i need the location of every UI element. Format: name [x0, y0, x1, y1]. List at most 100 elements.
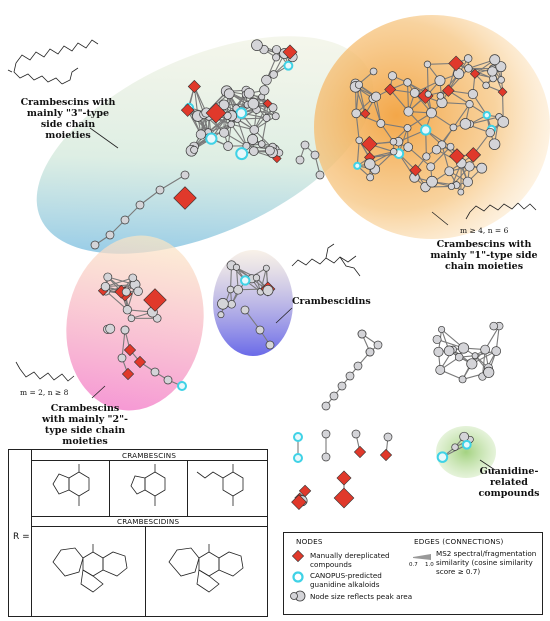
network-node[interactable]: [369, 67, 378, 76]
network-node[interactable]: [271, 112, 280, 121]
network-node[interactable]: [422, 152, 431, 161]
network-node[interactable]: [262, 264, 270, 272]
network-node[interactable]: [300, 140, 310, 150]
dereplicated-node[interactable]: [361, 136, 378, 153]
network-node[interactable]: [438, 325, 446, 334]
dereplicated-node[interactable]: [469, 68, 481, 79]
network-node[interactable]: [371, 91, 381, 102]
network-node[interactable]: [321, 452, 331, 462]
network-node[interactable]: [233, 284, 243, 295]
dereplicated-node[interactable]: [180, 103, 195, 117]
network-node[interactable]: [364, 158, 376, 170]
network-node[interactable]: [483, 366, 495, 378]
network-node[interactable]: [321, 429, 331, 439]
network-node[interactable]: [426, 162, 436, 172]
network-node[interactable]: [321, 401, 331, 411]
network-node[interactable]: [436, 92, 445, 100]
network-node[interactable]: [457, 342, 470, 354]
network-node[interactable]: [262, 284, 274, 296]
network-node[interactable]: [432, 334, 442, 344]
network-node[interactable]: [491, 346, 502, 356]
network-node[interactable]: [265, 340, 275, 350]
network-node[interactable]: [453, 68, 465, 80]
network-node[interactable]: [390, 148, 398, 156]
canopus-node[interactable]: [293, 432, 303, 442]
network-node[interactable]: [457, 188, 465, 196]
dereplicated-node[interactable]: [121, 367, 135, 381]
dereplicated-node[interactable]: [123, 343, 137, 357]
network-node[interactable]: [459, 431, 470, 442]
dereplicated-node[interactable]: [298, 484, 312, 498]
network-node[interactable]: [497, 76, 505, 84]
network-node[interactable]: [255, 325, 265, 335]
network-node[interactable]: [150, 367, 160, 377]
network-node[interactable]: [424, 90, 432, 98]
dereplicated-node[interactable]: [143, 288, 167, 312]
dereplicated-node[interactable]: [442, 84, 455, 97]
network-node[interactable]: [345, 371, 355, 381]
network-node[interactable]: [403, 124, 412, 132]
canopus-node[interactable]: [177, 381, 187, 391]
network-node[interactable]: [227, 300, 236, 309]
network-node[interactable]: [426, 107, 437, 119]
network-node[interactable]: [489, 321, 499, 331]
network-node[interactable]: [227, 120, 235, 128]
network-node[interactable]: [403, 106, 414, 117]
network-node[interactable]: [365, 347, 375, 357]
network-node[interactable]: [433, 346, 444, 357]
network-node[interactable]: [444, 166, 455, 177]
dereplicated-node[interactable]: [353, 445, 367, 459]
network-node[interactable]: [463, 54, 473, 63]
network-node[interactable]: [261, 74, 272, 86]
network-node[interactable]: [295, 155, 305, 165]
network-node[interactable]: [262, 114, 271, 122]
network-node[interactable]: [243, 87, 255, 99]
dereplicated-node[interactable]: [133, 355, 147, 369]
canopus-node[interactable]: [436, 451, 449, 463]
network-node[interactable]: [409, 88, 420, 98]
network-node[interactable]: [252, 274, 261, 282]
network-node[interactable]: [366, 173, 375, 182]
network-node[interactable]: [219, 127, 230, 138]
network-node[interactable]: [217, 311, 225, 319]
canopus-node[interactable]: [293, 453, 303, 463]
network-node[interactable]: [488, 138, 501, 150]
canopus-node[interactable]: [482, 111, 491, 120]
network-node[interactable]: [128, 273, 138, 283]
network-node[interactable]: [105, 230, 115, 240]
dereplicated-node[interactable]: [291, 494, 307, 511]
canopus-node[interactable]: [205, 132, 218, 145]
network-node[interactable]: [446, 142, 455, 151]
dereplicated-node[interactable]: [336, 470, 352, 486]
network-node[interactable]: [272, 53, 281, 62]
canopus-node[interactable]: [235, 107, 248, 120]
canopus-node[interactable]: [240, 275, 251, 286]
network-node[interactable]: [269, 70, 278, 79]
network-node[interactable]: [449, 123, 458, 132]
dereplicated-node[interactable]: [497, 87, 508, 97]
network-node[interactable]: [310, 150, 320, 160]
dereplicated-node[interactable]: [205, 102, 227, 124]
canopus-node[interactable]: [235, 147, 249, 161]
dereplicated-node[interactable]: [360, 108, 371, 119]
network-node[interactable]: [120, 215, 130, 225]
network-node[interactable]: [249, 125, 260, 135]
network-node[interactable]: [117, 353, 127, 363]
dereplicated-node[interactable]: [282, 44, 298, 60]
network-node[interactable]: [423, 60, 432, 68]
network-node[interactable]: [355, 136, 363, 144]
network-node[interactable]: [223, 88, 235, 100]
dereplicated-node[interactable]: [409, 164, 422, 177]
network-node[interactable]: [135, 200, 145, 210]
network-node[interactable]: [251, 39, 263, 51]
network-node[interactable]: [485, 127, 495, 138]
network-node[interactable]: [232, 263, 240, 271]
network-node[interactable]: [462, 176, 473, 188]
network-node[interactable]: [268, 103, 278, 113]
network-node[interactable]: [247, 97, 260, 110]
network-node[interactable]: [249, 146, 259, 156]
network-node[interactable]: [247, 134, 259, 145]
dereplicated-node[interactable]: [384, 83, 397, 96]
network-node[interactable]: [240, 305, 250, 315]
network-node[interactable]: [163, 375, 173, 385]
